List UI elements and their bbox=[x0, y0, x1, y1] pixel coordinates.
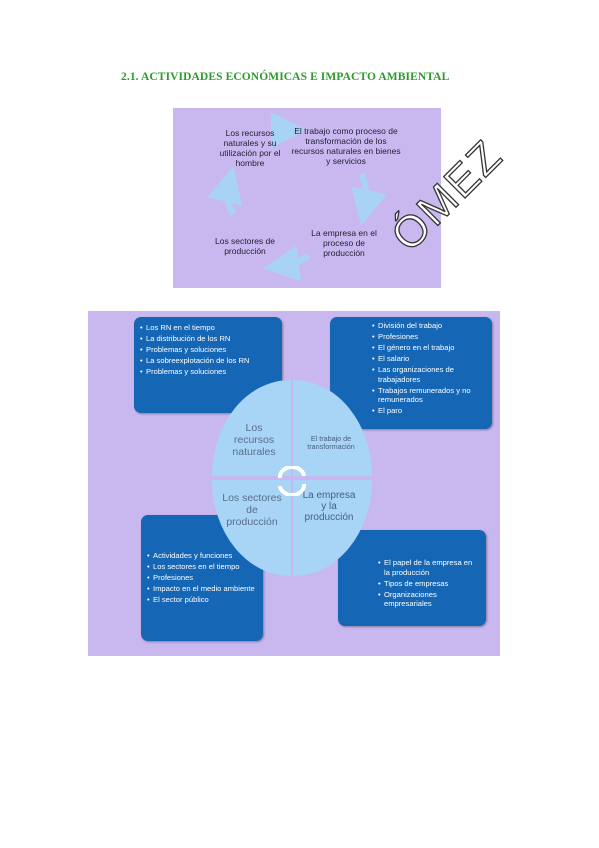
list-item: Trabajos remunerados y no remunerados bbox=[372, 386, 486, 405]
list-item: División del trabajo bbox=[372, 321, 486, 331]
cycle-refresh-icon bbox=[277, 466, 307, 496]
arrow-up-icon bbox=[207, 166, 243, 216]
list-empresa: El papel de la empresa en la producciónT… bbox=[378, 558, 480, 609]
arrow-left-icon bbox=[263, 245, 311, 282]
cycle-arrows bbox=[207, 112, 387, 282]
list-item: Tipos de empresas bbox=[378, 579, 480, 589]
quadrant-label: Los sectores de producción bbox=[222, 492, 282, 528]
list-item: El paro bbox=[372, 406, 486, 416]
list-item: El género en el trabajo bbox=[372, 343, 486, 353]
box-sectores: Actividades y funcionesLos sectores en e… bbox=[141, 515, 263, 641]
section-heading: 2.1. ACTIVIDADES ECONÓMICAS E IMPACTO AM… bbox=[121, 71, 450, 83]
list-trabajo: División del trabajoProfesionesEl género… bbox=[372, 321, 486, 416]
list-item: La sobreexplotación de los RN bbox=[140, 356, 276, 366]
list-item: El salario bbox=[372, 354, 486, 364]
list-item: Profesiones bbox=[372, 332, 486, 342]
quadrant-label: La empresa y la producción bbox=[302, 490, 356, 523]
list-item: Profesiones bbox=[147, 573, 257, 583]
list-item: Los RN en el tiempo bbox=[140, 323, 276, 333]
cycle-node-recursos: Los recursos naturales y su utilización … bbox=[219, 128, 281, 168]
quadrant-label: Los recursos naturales bbox=[232, 422, 276, 458]
box-trabajo: División del trabajoProfesionesEl género… bbox=[330, 317, 492, 429]
list-item: Impacto en el medio ambiente bbox=[147, 584, 257, 594]
quadrant-label: El trabajo de transformación bbox=[307, 434, 355, 451]
arrow-down-icon bbox=[351, 172, 387, 226]
cycle-diagram: Los recursos naturales y su utilización … bbox=[173, 108, 441, 288]
center-circle: Los recursos naturales El trabajo de tra… bbox=[212, 380, 372, 576]
list-item: Las organizaciones de trabajadores bbox=[372, 365, 486, 384]
blocks-diagram: Los RN en el tiempoLa distribución de lo… bbox=[88, 311, 500, 656]
cycle-node-sectores: Los sectores de producción bbox=[214, 236, 275, 256]
list-item: Los sectores en el tiempo bbox=[147, 562, 257, 572]
cycle-node-trabajo: El trabajo como proceso de transformació… bbox=[291, 126, 401, 166]
list-sectores: Actividades y funcionesLos sectores en e… bbox=[147, 551, 257, 605]
box-empresa: El papel de la empresa en la producciónT… bbox=[338, 530, 486, 626]
quadrant-trabajo: El trabajo de transformación bbox=[293, 380, 372, 476]
box-recursos-naturales: Los RN en el tiempoLa distribución de lo… bbox=[134, 317, 282, 413]
list-item: Actividades y funciones bbox=[147, 551, 257, 561]
list-item: El papel de la empresa en la producción bbox=[378, 558, 480, 577]
list-item: Organizaciones empresariales bbox=[378, 590, 480, 609]
quadrant-recursos: Los recursos naturales bbox=[212, 380, 291, 476]
list-item: Problemas y soluciones bbox=[140, 367, 276, 377]
list-item: El sector público bbox=[147, 595, 257, 605]
list-item: Problemas y soluciones bbox=[140, 345, 276, 355]
list-recursos: Los RN en el tiempoLa distribución de lo… bbox=[140, 323, 276, 377]
cycle-node-empresa: La empresa en el proceso de producción bbox=[311, 228, 377, 258]
list-item: La distribución de los RN bbox=[140, 334, 276, 344]
